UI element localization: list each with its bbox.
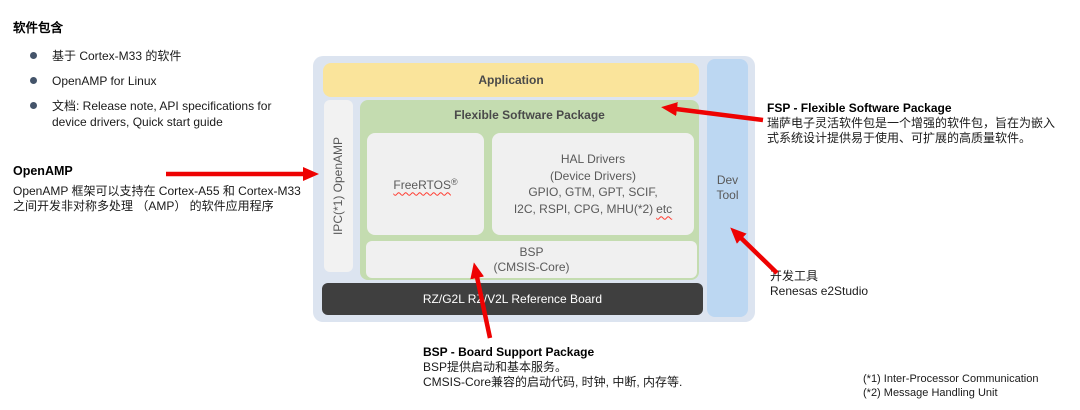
openamp-description: OpenAMP 框架可以支持在 Cortex-A55 和 Cortex-M33 … (13, 184, 301, 214)
bsp-annotation-line: CMSIS-Core兼容的启动代码, 时钟, 中断, 内存等. (423, 375, 683, 389)
bullet-item: 文档: Release note, API specifications for… (30, 98, 290, 130)
bsp-box: BSP (CMSIS-Core) (366, 241, 697, 278)
registered-mark: ® (450, 176, 458, 187)
devtool-annotation: 开发工具 Renesas e2Studio (770, 269, 868, 299)
bullet-label: 文档: Release note, API specifications for… (52, 99, 272, 129)
hal-drivers-line: (Device Drivers) (549, 168, 636, 183)
software-includes-heading: 软件包含 (13, 21, 64, 35)
bsp-line: (CMSIS-Core) (493, 259, 570, 274)
ipc-openamp-label: IPC(*1) OpenAMP (331, 136, 346, 236)
hal-drivers-box: HAL Drivers (Device Drivers) GPIO, GTM, … (492, 133, 694, 235)
bullet-icon (30, 102, 37, 109)
flexible-software-package-title: Flexible Software Package (454, 108, 605, 122)
bsp-line: BSP (519, 244, 544, 259)
footnotes: (*1) Inter-Processor Communication (*2) … (863, 372, 1038, 400)
openamp-description-line: 之间开发非对称多处理 （AMP） 的软件应用程序 (13, 199, 274, 213)
devtool-annotation-line: 开发工具 (770, 269, 819, 283)
hal-drivers-line: HAL Drivers (560, 152, 626, 166)
fsp-annotation-line: 式系统设计提供易于使用、可扩展的高质量软件。 (767, 131, 1032, 145)
flexible-software-package-box: Flexible Software Package FreeRTOS® HAL … (360, 100, 699, 280)
bullet-item: OpenAMP for Linux (30, 73, 290, 89)
application-box: Application (323, 63, 699, 97)
hal-drivers-line: GPIO, GTM, GPT, SCIF, (528, 185, 658, 199)
dev-tool-box: Dev Tool (707, 59, 748, 317)
fsp-annotation: FSP - Flexible Software Package 瑞萨电子灵活软件… (767, 101, 1055, 146)
dev-tool-label-line: Dev (716, 173, 739, 187)
bullet-label: OpenAMP for Linux (52, 74, 157, 88)
bullet-item: 基于 Cortex-M33 的软件 (30, 48, 290, 64)
fsp-annotation-title: FSP - Flexible Software Package (767, 101, 952, 115)
bullet-icon (30, 77, 37, 84)
openamp-description-line: OpenAMP 框架可以支持在 Cortex-A55 和 Cortex-M33 (13, 184, 301, 198)
dev-tool-label-line: Tool (716, 188, 739, 202)
bsp-annotation: BSP - Board Support Package BSP提供启动和基本服务… (423, 345, 682, 390)
reference-board-bar: RZ/G2L RZ/V2L Reference Board (322, 283, 703, 315)
bullet-icon (30, 52, 37, 59)
freertos-label: FreeRTOS® (393, 176, 458, 192)
devtool-annotation-line: Renesas e2Studio (770, 284, 869, 298)
bsp-annotation-title: BSP - Board Support Package (423, 345, 595, 359)
openamp-heading: OpenAMP (13, 164, 73, 178)
fsp-annotation-line: 瑞萨电子灵活软件包是一个增强的软件包，旨在为嵌入 (767, 116, 1056, 130)
ipc-openamp-bar: IPC(*1) OpenAMP (324, 100, 353, 272)
footnote-line: (*2) Message Handling Unit (863, 387, 998, 399)
footnote-line: (*1) Inter-Processor Communication (863, 373, 1039, 385)
hal-drivers-line: I2C, RSPI, CPG, MHU(*2)etc (513, 201, 673, 216)
architecture-diagram: Application IPC(*1) OpenAMP Flexible Sof… (313, 56, 755, 322)
bullet-label: 基于 Cortex-M33 的软件 (52, 49, 182, 63)
bsp-annotation-line: BSP提供启动和基本服务。 (423, 360, 568, 374)
etc-label: etc (656, 201, 673, 216)
freertos-box: FreeRTOS® (367, 133, 484, 235)
